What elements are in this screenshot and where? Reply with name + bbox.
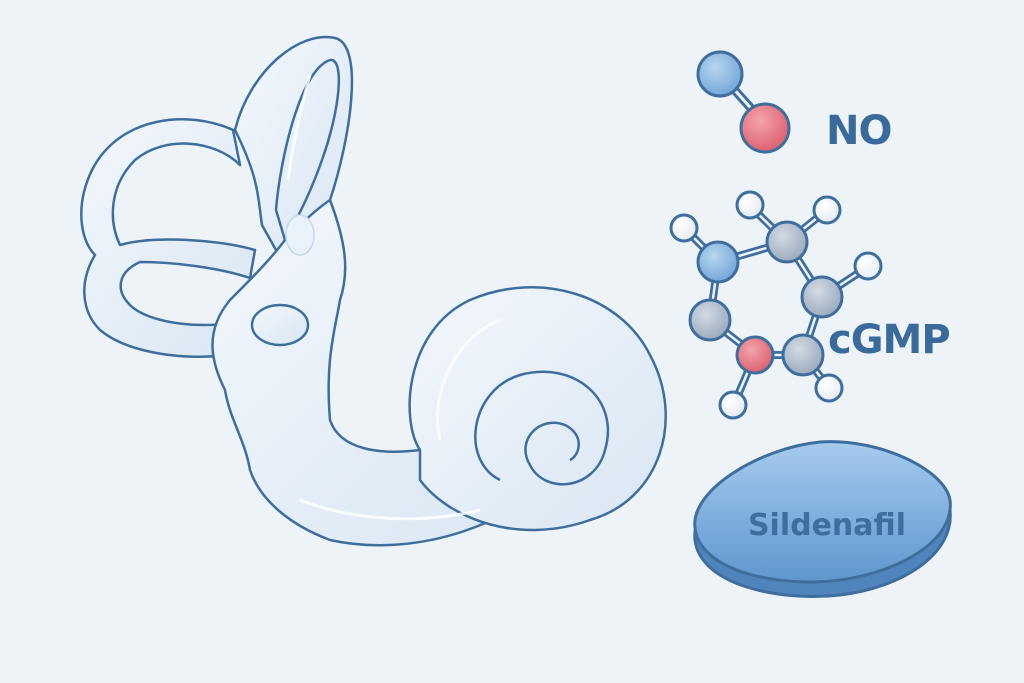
cochlea-spiral-icon: [474, 370, 610, 486]
vestibule-icon: [211, 198, 562, 547]
nitrogen-atom-icon: [696, 50, 744, 98]
hydrogen-atom-icon: [669, 213, 699, 243]
inner-ear-icon: [80, 35, 667, 547]
sildenafil-label: Sildenafil: [747, 508, 907, 543]
cgmp-molecule-icon: [669, 190, 883, 420]
nitrogen-atom-icon: [696, 240, 740, 284]
hydrogen-atom-icon: [812, 195, 842, 225]
cgmp-label: cGMP: [828, 317, 951, 363]
posterior-canal-icon: [80, 118, 257, 358]
hydrogen-atom-icon: [853, 251, 883, 281]
sildenafil-pill-icon: [693, 440, 952, 599]
hydrogen-atom-icon: [814, 373, 844, 403]
carbon-atom-icon: [688, 298, 732, 342]
carbon-atom-icon: [781, 333, 825, 377]
no-label: NO: [826, 108, 892, 154]
no-molecule-icon: [696, 50, 791, 154]
carbon-atom-icon: [765, 220, 809, 264]
carbon-atom-icon: [800, 275, 844, 319]
oxygen-atom-icon: [735, 335, 775, 375]
cochlea-icon: [408, 286, 667, 532]
hydrogen-atom-icon: [735, 190, 765, 220]
oxygen-atom-icon: [739, 102, 791, 154]
ear-highlight-icon: [286, 74, 501, 521]
hydrogen-atom-icon: [718, 390, 748, 420]
